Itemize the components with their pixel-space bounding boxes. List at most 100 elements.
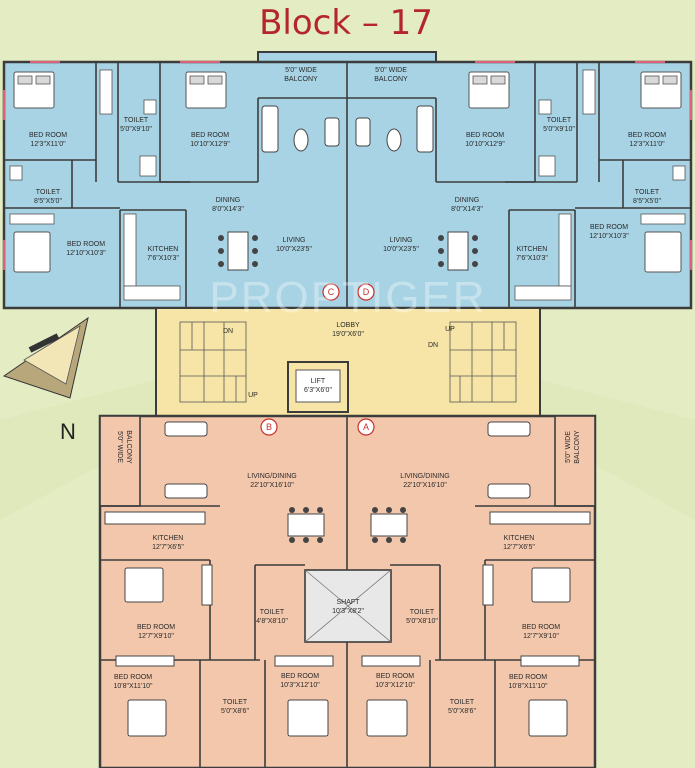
balcony-dim: BALCONY xyxy=(125,430,132,464)
wardrobe-icon xyxy=(201,564,213,606)
sofa-icon xyxy=(164,421,208,437)
north-label: N xyxy=(60,419,76,444)
shaft-label: SHAFT xyxy=(337,599,361,606)
staircase-right xyxy=(449,321,517,403)
balcony-label: 5'0" WIDE xyxy=(565,431,572,463)
room-label: KITCHEN xyxy=(504,535,535,542)
room-dim: 10'8"X11'10" xyxy=(113,683,153,690)
room-label: KITCHEN xyxy=(148,246,179,253)
room-label: BED ROOM xyxy=(29,132,67,139)
room-dim: 5'0"X9'10" xyxy=(543,126,575,133)
room-dim: 12'3"X11'0" xyxy=(629,141,665,148)
kitchen-counter-icon xyxy=(104,511,206,525)
bed-icon xyxy=(127,699,167,737)
flat-marker-d: D xyxy=(357,283,375,301)
room-dim: 10'8"X11'10" xyxy=(508,683,548,690)
sofa-icon xyxy=(324,117,340,147)
room-dim: 10'0"X23'5" xyxy=(383,246,419,253)
room-dim: 22'10"X16'10" xyxy=(250,482,294,489)
stair-dn-label: DN xyxy=(223,328,233,335)
sofa-icon xyxy=(355,117,371,147)
flat-marker-b: B xyxy=(260,418,278,436)
stair-dn-label: DN xyxy=(428,342,438,349)
room-label: KITCHEN xyxy=(517,246,548,253)
bed-icon xyxy=(287,699,329,737)
room-label: BED ROOM xyxy=(137,624,175,631)
kitchen-counter-icon xyxy=(514,285,572,301)
svg-text:D: D xyxy=(363,287,370,297)
room-label: LIVING xyxy=(390,237,413,244)
upper-flats: 5'0" WIDE BALCONY 5'0" WIDE BALCONY BED … xyxy=(2,51,693,310)
room-dim: 22'10"X16'10" xyxy=(403,482,447,489)
room-dim: 5'0"X8'10" xyxy=(406,618,438,625)
watermark: PROPTIGER xyxy=(209,273,486,322)
sofa-icon xyxy=(487,483,531,499)
room-label: BED ROOM xyxy=(376,673,414,680)
stair-up-label: UP xyxy=(445,326,455,333)
room-dim: 12'7"X6'5" xyxy=(152,544,184,551)
core-area: LIFT 6'3"X6'0" LOBBY 19'0"X6'0" DN UP UP… xyxy=(155,307,541,417)
dining-table-icon xyxy=(447,231,469,271)
wardrobe-icon xyxy=(274,655,334,667)
lobby-label: LOBBY xyxy=(336,322,360,329)
room-label: TOILET xyxy=(450,699,475,706)
room-label: BED ROOM xyxy=(466,132,504,139)
dining-table-icon xyxy=(287,513,325,537)
sofa-icon xyxy=(487,421,531,437)
room-dim: 10'3"X12'10" xyxy=(280,682,320,689)
lift-dim: 6'3"X6'0" xyxy=(304,387,332,394)
room-dim: 12'7"X6'5" xyxy=(503,544,535,551)
room-dim: 12'10"X10'3" xyxy=(589,233,629,240)
room-dim: 4'8"X8'10" xyxy=(256,618,288,625)
room-dim: 5'0"X8'6" xyxy=(448,708,476,715)
room-dim: 8'5"X5'0" xyxy=(633,198,661,205)
room-dim: 8'0"X14'3" xyxy=(212,206,244,213)
balcony-label: 5'0" WIDE xyxy=(375,67,407,74)
lower-flats: SHAFT 10'3"X8'2" xyxy=(98,414,597,768)
balcony-label: 5'0" WIDE xyxy=(285,67,317,74)
room-label: BED ROOM xyxy=(509,674,547,681)
room-label: LIVING xyxy=(283,237,306,244)
wardrobe-icon xyxy=(582,69,596,115)
sofa-icon xyxy=(261,105,279,153)
room-label: DINING xyxy=(455,197,480,204)
wardrobe-icon xyxy=(482,564,494,606)
kitchen-counter-icon xyxy=(489,511,591,525)
staircase-left xyxy=(179,321,247,403)
room-dim: 8'0"X14'3" xyxy=(451,206,483,213)
wardrobe-icon xyxy=(520,655,580,667)
room-dim: 12'7"X9'10" xyxy=(138,633,174,640)
balcony-dim: BALCONY xyxy=(284,76,318,83)
room-dim: 7'6"X10'3" xyxy=(147,255,179,262)
room-dim: 10'0"X23'5" xyxy=(276,246,312,253)
bed-icon xyxy=(124,567,164,603)
room-label: BED ROOM xyxy=(628,132,666,139)
wardrobe-icon xyxy=(115,655,175,667)
north-arrow-icon xyxy=(2,316,89,399)
room-label: DINING xyxy=(216,197,241,204)
wardrobe-icon xyxy=(640,213,686,225)
sofa-icon xyxy=(164,483,208,499)
bed-icon xyxy=(528,699,568,737)
balcony-dim: BALCONY xyxy=(374,76,408,83)
dining-table-icon xyxy=(227,231,249,271)
room-label: TOILET xyxy=(410,609,435,616)
svg-text:A: A xyxy=(363,422,369,432)
wardrobe-icon xyxy=(99,69,113,115)
room-dim: 7'6"X10'3" xyxy=(516,255,548,262)
shaft-dim: 10'3"X8'2" xyxy=(332,608,364,615)
room-label: TOILET xyxy=(36,189,61,196)
wardrobe-icon xyxy=(361,655,421,667)
room-dim: 12'10"X10'3" xyxy=(66,250,106,257)
room-dim: 10'10"X12'9" xyxy=(465,141,505,148)
room-label: BED ROOM xyxy=(67,241,105,248)
stair-up-label: UP xyxy=(248,392,258,399)
wardrobe-icon xyxy=(9,213,55,225)
svg-text:C: C xyxy=(328,287,335,297)
room-dim: 8'5"X5'0" xyxy=(34,198,62,205)
room-label: LIVING/DINING xyxy=(400,473,449,480)
kitchen-counter-icon xyxy=(123,213,137,287)
room-label: BED ROOM xyxy=(590,224,628,231)
flat-marker-c: C xyxy=(322,283,340,301)
room-dim: 10'10"X12'9" xyxy=(190,141,230,148)
